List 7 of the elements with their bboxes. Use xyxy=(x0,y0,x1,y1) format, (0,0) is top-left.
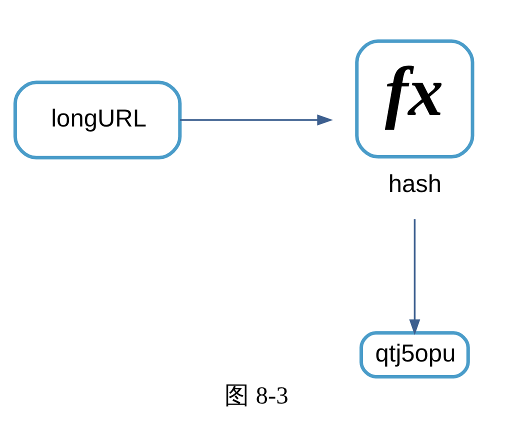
node-box: qtj5opu xyxy=(360,331,470,378)
node-label: hash xyxy=(388,171,442,198)
arrow xyxy=(180,114,333,126)
caption: 图 8-3 xyxy=(224,382,288,410)
node-box: fx xyxy=(355,39,474,159)
arrow xyxy=(409,219,420,336)
node-box: longURL xyxy=(13,80,182,160)
